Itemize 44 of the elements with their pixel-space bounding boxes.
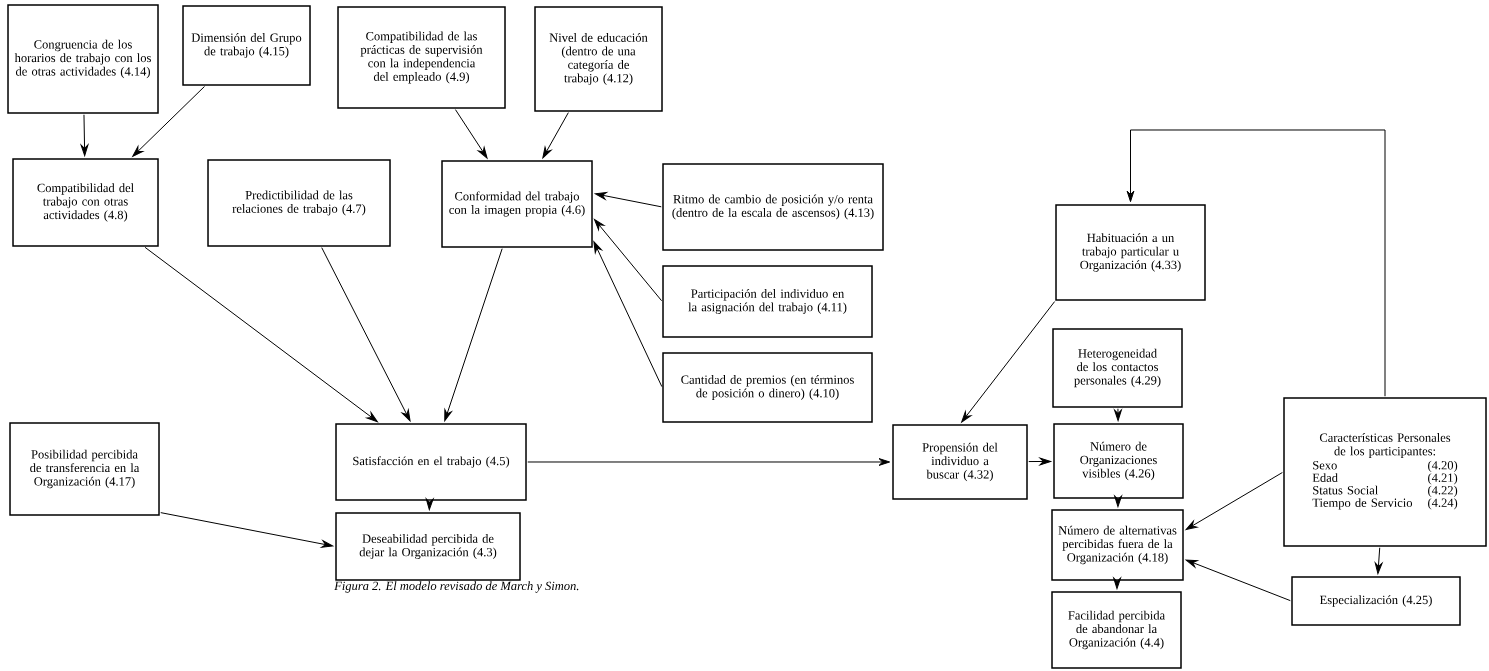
process-box: Dimensión del Grupo de trabajo (4.15) <box>182 5 311 86</box>
arrow <box>321 247 411 422</box>
arrow <box>594 192 662 208</box>
arrow <box>80 114 89 157</box>
arrow <box>1374 547 1383 575</box>
arrow <box>593 218 663 302</box>
arrow <box>425 498 434 511</box>
arrow <box>1114 495 1122 508</box>
arrow <box>527 458 891 466</box>
process-box: Congruencia de los horarios de trabajo con los de otras actividades (4.14) <box>7 4 159 114</box>
process-box: Participación del individuo en la asignación del trabajo (4.11) <box>662 265 873 338</box>
process-box: Especialización (4.25) <box>1291 576 1461 626</box>
arrow <box>593 241 663 388</box>
process-box: Predictibilidad de las relaciones de trabajo (4.7) <box>207 159 391 247</box>
process-box: Deseabilidad percibida de dejar la Organización (4.3) <box>335 512 521 581</box>
process-box: Nivel de educación (dentro de una categoría de trabajo (4.12) <box>534 6 663 112</box>
arrow <box>132 85 205 157</box>
process-box: Número de Organizaciones visibles (4.26) <box>1053 423 1184 499</box>
process-box: Cantidad de premios (en términos de posición o dinero) (4.10) <box>662 352 873 423</box>
process-box: Características Personales de los participantes: Sexo (4.20) Edad (4.21) Status Social (4.22) Tiempo de Servicio (4.24) <box>1283 397 1487 547</box>
process-box: Posibilidad percibida de transferencia en la Organización (4.17) <box>9 422 160 516</box>
process-box: Compatibilidad de las prácticas de supervisión con la independencia del empleado (4.9) <box>337 6 506 109</box>
arrow <box>1113 577 1122 590</box>
figure-caption: Figura 2. El modelo revisado de March y Simon. <box>334 581 579 593</box>
process-box: Satisfacción en el trabajo (4.5) <box>335 423 527 501</box>
process-box: Ritmo de cambio de posición y/o renta (dentro de la escala de ascensos) (4.13) <box>662 163 884 251</box>
arrow <box>160 512 334 548</box>
process-box: Heterogeneidad de los contactos personales (4.29) <box>1052 328 1183 408</box>
arrow <box>542 112 569 159</box>
process-box: Compatibilidad del trabajo con otras actividades (4.8) <box>12 158 159 247</box>
arrow <box>1185 472 1283 531</box>
arrow <box>961 301 1056 423</box>
process-box: Facilidad percibida de abandonar la Organización (4.4) <box>1051 591 1182 669</box>
arrow <box>454 109 488 159</box>
arrow <box>444 248 503 422</box>
arrow <box>1185 559 1291 602</box>
process-box: Conformidad del trabajo con la imagen propia (4.6) <box>441 160 593 248</box>
process-box: Propensión del individuo a buscar (4.32) <box>892 424 1028 500</box>
arrow <box>1126 129 1386 397</box>
arrow <box>144 246 378 423</box>
process-box: Habituación a un trabajo particular u Organización (4.33) <box>1055 204 1206 301</box>
arrow <box>1114 408 1122 422</box>
arrow <box>1028 457 1052 466</box>
process-box: Número de alternativas percibidas fuera de la Organización (4.18) <box>1051 509 1184 581</box>
